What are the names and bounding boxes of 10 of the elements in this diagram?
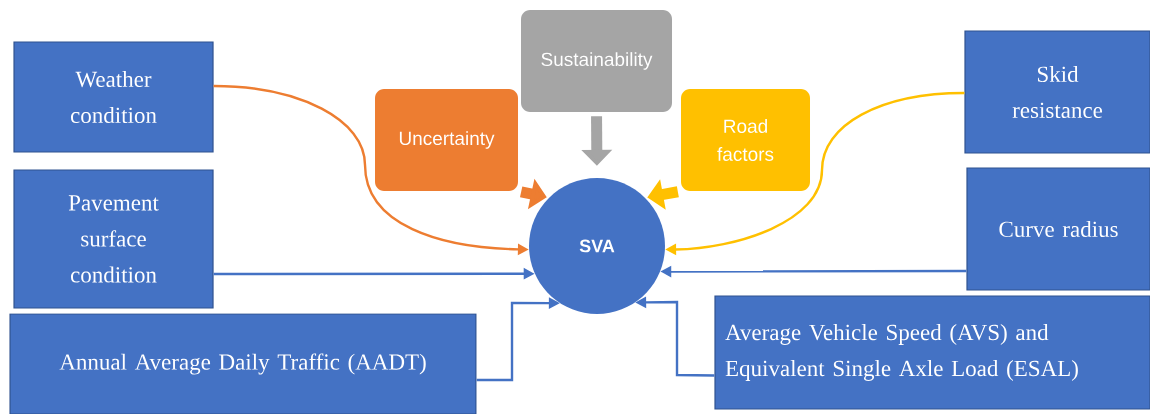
circle-node: SVA	[529, 178, 665, 314]
process-box: Curve radius	[966, 167, 1150, 291]
factor-box: Road factors	[681, 89, 810, 191]
factor-box: Uncertainty	[375, 89, 518, 191]
process-box: Weather condition	[13, 41, 214, 153]
process-box: Skid resistance	[964, 30, 1150, 154]
factor-box: Sustainability	[521, 10, 672, 112]
process-box: Pavement surface condition	[13, 169, 214, 309]
process-box: Average Vehicle Speed (AVS) and Equivalent Single Axle Load (ESAL)	[714, 295, 1150, 410]
process-box: Annual Average Daily Traffic (AADT)	[9, 313, 477, 414]
